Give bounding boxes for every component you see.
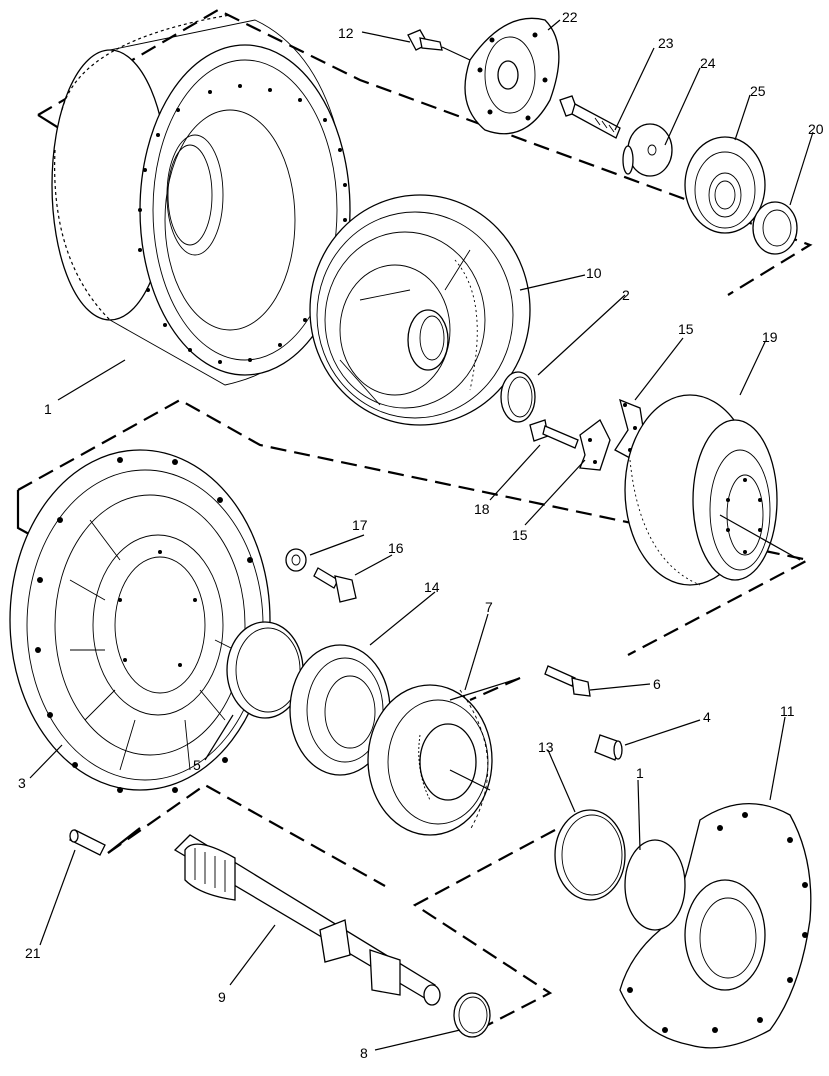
snap-ring-8 (453, 992, 491, 1038)
dowel-4 (594, 734, 623, 761)
flywheel-housing (51, 14, 351, 386)
callout-24: 24 (700, 55, 716, 71)
callout-6: 6 (653, 676, 661, 692)
bolt-12 (407, 29, 471, 61)
callout-22: 22 (562, 9, 578, 25)
callout-4: 4 (703, 709, 711, 725)
callout-1: 1 (44, 401, 52, 417)
callout-20: 20 (808, 121, 824, 137)
callout-13: 13 (538, 739, 554, 755)
stator-19 (624, 394, 801, 586)
callout-15-upper: 15 (678, 321, 694, 337)
assembly-guide-lines (16, 8, 813, 1031)
callout-10: 10 (586, 265, 602, 281)
callout-labels: 1 2 3 4 5 6 7 8 9 10 11 12 13 14 15 15 1… (18, 9, 824, 1061)
cover-plate (464, 17, 560, 135)
pump-impeller (9, 449, 271, 793)
callout-12: 12 (338, 25, 354, 41)
callout-9: 9 (218, 989, 226, 1005)
snap-ring-2 (500, 371, 536, 423)
leader-lines (29, 19, 814, 1051)
bolt-16 (313, 567, 357, 603)
turbine-wheel (309, 194, 531, 426)
seal-ring-20 (752, 201, 798, 255)
callout-8: 8 (360, 1045, 368, 1061)
callout-7: 7 (485, 599, 493, 615)
support-housing (619, 779, 812, 1049)
callout-17: 17 (352, 517, 368, 533)
washer-24 (622, 123, 673, 177)
callout-15-lower: 15 (512, 527, 528, 543)
bolt-23 (559, 95, 621, 139)
callout-2: 2 (622, 287, 630, 303)
callout-16: 16 (388, 540, 404, 556)
callout-11: 11 (780, 703, 795, 719)
callout-14: 14 (424, 579, 440, 595)
bearing-25 (684, 136, 766, 234)
callout-18: 18 (474, 501, 490, 517)
washer-17 (285, 548, 307, 572)
bolt-6 (544, 665, 591, 697)
callout-23: 23 (658, 35, 674, 51)
callout-3: 3 (18, 775, 26, 791)
callout-5: 5 (193, 757, 201, 773)
callout-1-lower: 1 (636, 765, 644, 781)
seal-ring-13 (554, 809, 626, 901)
input-shaft (173, 834, 441, 1006)
callout-25: 25 (750, 83, 766, 99)
bearing-14 (289, 644, 391, 776)
callout-21: 21 (25, 945, 41, 961)
drive-gear-7 (367, 677, 521, 836)
callout-19: 19 (762, 329, 778, 345)
pin-21 (69, 829, 106, 856)
